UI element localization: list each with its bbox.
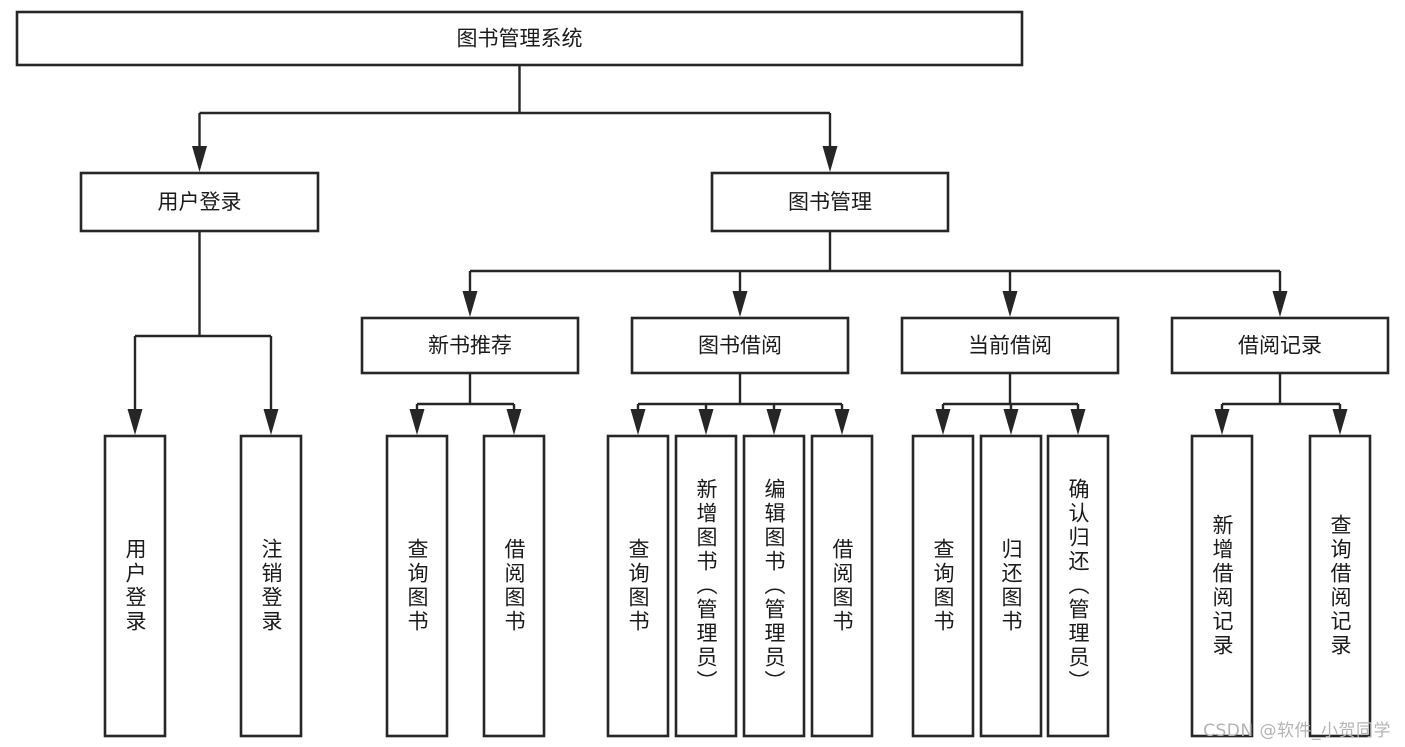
node-leaf-cur-query[interactable]: 查询图书 [911,434,975,738]
node-label: 借阅记录 [1238,334,1322,358]
node-leaf-user-logout[interactable]: 注销登录 [239,434,303,738]
node-leaf-rec-query[interactable]: 查询借阅记录 [1308,434,1372,738]
node-leaf-rec-add[interactable]: 新增借阅记录 [1190,434,1254,738]
node-label: 借阅图书 [502,538,526,634]
node-box[interactable] [606,434,670,738]
node-box[interactable] [79,171,320,233]
node-login[interactable]: 用户登录 [79,171,320,233]
arrowhead-icon [263,409,279,435]
arrowhead-icon [1332,409,1348,435]
node-label: 图书借阅 [698,334,782,358]
node-box[interactable] [103,434,167,738]
node-label: 查询借阅记录 [1328,514,1352,658]
node-label: 新书推荐 [428,334,512,358]
arrowhead-icon [935,409,951,435]
arrowhead-icon [506,409,522,435]
node-box[interactable] [360,316,580,375]
arrowhead-icon [409,409,425,435]
diagram-nodes-layer: 图书管理系统用户登录图书管理新书推荐图书借阅当前借阅借阅记录用户登录注销登录查询… [15,10,1390,738]
node-box[interactable] [710,171,950,233]
edge-group-newbook [409,373,522,435]
node-label: 查询图书 [405,538,429,634]
edge-group-current [935,373,1086,435]
node-box[interactable] [911,434,975,738]
edge-group-root [192,65,838,172]
node-box[interactable] [900,316,1120,375]
node-label: 新增借阅记录 [1210,514,1234,658]
arrowhead-icon [127,409,143,435]
node-leaf-bw-add[interactable]: 新增图书（管理员） [674,434,738,738]
node-label: 注销登录 [259,538,283,634]
node-leaf-nb-query[interactable]: 查询图书 [385,434,449,738]
node-box[interactable] [1046,434,1110,738]
node-label: 用户登录 [123,538,147,634]
edge-group-bookmgr [462,231,1288,317]
arrowhead-icon [822,146,838,172]
node-label: 编辑图书（管理员） [762,478,786,694]
node-box[interactable] [674,434,738,738]
arrowhead-icon [732,291,748,317]
arrowhead-icon [698,409,714,435]
node-leaf-nb-borrow[interactable]: 借阅图书 [482,434,546,738]
node-label: 借阅图书 [830,538,854,634]
node-label: 新增图书（管理员） [694,478,718,694]
edge-group-borrow [630,373,850,435]
node-label: 确认归还（管理员） [1066,478,1090,694]
arrowhead-icon [1003,409,1019,435]
node-box[interactable] [385,434,449,738]
node-box[interactable] [482,434,546,738]
node-bookmgr[interactable]: 图书管理 [710,171,950,233]
node-leaf-cur-return[interactable]: 归还图书 [979,434,1043,738]
node-box[interactable] [239,434,303,738]
arrowhead-icon [834,409,850,435]
arrowhead-icon [192,146,207,172]
edge-group-login [127,231,279,435]
node-box[interactable] [1190,434,1254,738]
node-leaf-cur-confirm[interactable]: 确认归还（管理员） [1046,434,1110,738]
node-box[interactable] [1308,434,1372,738]
node-borrow[interactable]: 图书借阅 [630,316,850,375]
node-label: 用户登录 [158,190,242,214]
node-box[interactable] [810,434,874,738]
node-box[interactable] [742,434,806,738]
node-current[interactable]: 当前借阅 [900,316,1120,375]
arrowhead-icon [462,291,478,317]
node-label: 图书管理 [788,190,872,214]
arrowhead-icon [1070,409,1086,435]
edge-group-records [1214,373,1348,435]
node-box[interactable] [630,316,850,375]
node-label: 查询图书 [931,538,955,634]
arrowhead-icon [1272,291,1288,317]
node-label: 当前借阅 [968,334,1052,358]
arrowhead-icon [1214,409,1230,435]
node-label: 归还图书 [999,538,1023,634]
arrowhead-icon [1002,291,1018,317]
node-leaf-user-login[interactable]: 用户登录 [103,434,167,738]
node-newbook[interactable]: 新书推荐 [360,316,580,375]
node-label: 图书管理系统 [457,27,583,51]
node-leaf-bw-query[interactable]: 查询图书 [606,434,670,738]
arrowhead-icon [630,409,646,435]
node-box[interactable] [15,10,1024,67]
node-box[interactable] [1170,316,1390,375]
arrowhead-icon [766,409,782,435]
node-leaf-bw-borrow[interactable]: 借阅图书 [810,434,874,738]
node-records[interactable]: 借阅记录 [1170,316,1390,375]
csdn-watermark: CSDN @软件_小贺同学 [1203,721,1391,741]
node-root[interactable]: 图书管理系统 [15,10,1024,67]
node-label: 查询图书 [626,538,650,634]
node-box[interactable] [979,434,1043,738]
node-leaf-bw-edit[interactable]: 编辑图书（管理员） [742,434,806,738]
connector-edges-layer [127,65,1348,435]
